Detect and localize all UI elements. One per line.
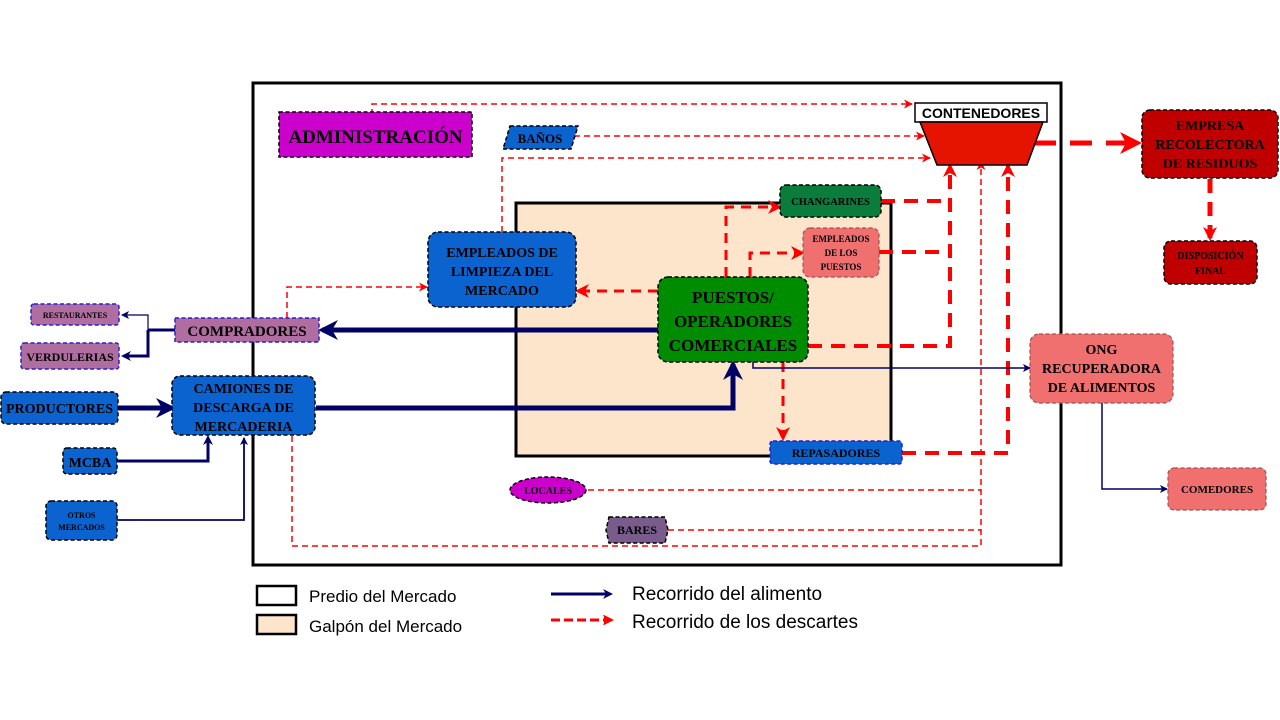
node-empleados-limpieza-line-3: MERCADO bbox=[465, 284, 539, 299]
node-otros-mercados[interactable]: OTROS MERCADOS bbox=[45, 500, 118, 541]
edge-limpieza-contenedores bbox=[501, 153, 931, 232]
node-administracion[interactable]: ADMINISTRACIÓN bbox=[278, 111, 473, 158]
food-edges bbox=[117, 311, 1168, 521]
node-puestos-line-2: OPERADORES bbox=[674, 312, 792, 331]
edge-puestos-ong bbox=[752, 362, 1031, 372]
legend-waste-label: Recorrido de los descartes bbox=[632, 612, 858, 633]
legend-food-label: Recorrido del alimento bbox=[632, 584, 822, 605]
node-empresa-line-3: DE RESIDUOS bbox=[1163, 157, 1258, 172]
edge-compradores-restaurantes bbox=[121, 311, 149, 330]
node-contenedores-label: CONTENEDORES bbox=[922, 105, 1040, 121]
edge-repasadores-contenedores bbox=[902, 163, 1015, 455]
node-comedores-label: COMEDORES bbox=[1181, 484, 1253, 496]
node-otros-mercados-line-1: OTROS bbox=[67, 511, 96, 520]
node-ong-line-3: DE ALIMENTOS bbox=[1048, 381, 1156, 396]
container-bin-icon bbox=[918, 121, 1045, 166]
node-restaurantes[interactable]: RESTAURANTES bbox=[30, 303, 120, 326]
edge-compradores-limpieza bbox=[286, 282, 428, 318]
node-puestos-line-1: PUESTOS/ bbox=[692, 288, 774, 307]
node-bares-label: BARES bbox=[617, 523, 657, 537]
node-empleados-limpieza-line-2: LIMPIEZA DEL bbox=[451, 265, 553, 280]
node-changarines-label: CHANGARINES bbox=[791, 197, 870, 208]
edge-compradores-verdulerias bbox=[121, 330, 150, 361]
node-ong[interactable]: ONG RECUPERADORA DE ALIMENTOS bbox=[1029, 333, 1174, 404]
node-banos[interactable]: BAÑOS bbox=[501, 125, 580, 150]
node-disposicion-line-2: FINAL bbox=[1195, 266, 1226, 277]
legend: Predio del Mercado Galpón del Mercado Re… bbox=[255, 584, 858, 636]
node-locales[interactable]: LOCALES bbox=[509, 476, 587, 504]
node-changarines[interactable]: CHANGARINES bbox=[779, 184, 882, 218]
node-camiones-line-3: MERCADERIA bbox=[195, 420, 294, 435]
node-camiones[interactable]: CAMIONES DE DESCARGA DE MERCADERIA bbox=[171, 375, 316, 436]
node-empleados-puestos[interactable]: EMPLEADOS DE LOS PUESTOS bbox=[802, 227, 880, 278]
node-empresa-line-2: RECOLECTORA bbox=[1155, 138, 1265, 153]
legend-galpon-swatch bbox=[255, 613, 298, 636]
node-ong-line-2: RECUPERADORA bbox=[1042, 362, 1162, 377]
node-empleados-puestos-line-1: EMPLEADOS bbox=[812, 234, 869, 244]
node-mcba-label: MCBA bbox=[69, 456, 113, 471]
legend-predio-label: Predio del Mercado bbox=[309, 587, 456, 606]
node-ong-line-1: ONG bbox=[1086, 343, 1118, 358]
node-comedores[interactable]: COMEDORES bbox=[1167, 467, 1267, 511]
node-puestos-line-3: COMERCIALES bbox=[669, 336, 797, 355]
node-restaurantes-label: RESTAURANTES bbox=[43, 311, 108, 320]
legend-galpon-label: Galpón del Mercado bbox=[309, 617, 462, 636]
edge-camiones-contenedores bbox=[291, 161, 986, 547]
node-compradores[interactable]: COMPRADORES bbox=[174, 317, 320, 343]
legend-predio-swatch bbox=[255, 584, 298, 607]
node-empleados-puestos-line-2: DE LOS bbox=[825, 248, 858, 258]
edge-puestos-changarines bbox=[724, 200, 782, 277]
node-productores[interactable]: PRODUCTORES bbox=[0, 391, 119, 425]
edge-otros-camiones bbox=[117, 437, 248, 521]
node-disposicion[interactable]: DISPOSICIÓN FINAL bbox=[1163, 240, 1258, 285]
node-empleados-puestos-line-3: PUESTOS bbox=[821, 262, 862, 272]
node-productores-label: PRODUCTORES bbox=[6, 402, 113, 417]
waste-edges bbox=[286, 99, 1217, 547]
edge-mcba-camiones bbox=[117, 435, 213, 463]
node-empleados-limpieza[interactable]: EMPLEADOS DE LIMPIEZA DEL MERCADO bbox=[427, 231, 577, 308]
edge-puestos-contenedores bbox=[808, 163, 957, 348]
legend-waste-arrowhead bbox=[604, 615, 614, 625]
node-repasadores[interactable]: REPASADORES bbox=[769, 440, 903, 465]
node-verdulerias[interactable]: VERDULERIAS bbox=[20, 342, 120, 370]
node-administracion-label: ADMINISTRACIÓN bbox=[288, 126, 462, 148]
node-mcba[interactable]: MCBA bbox=[62, 447, 118, 475]
node-bares[interactable]: BARES bbox=[605, 516, 669, 544]
node-compradores-label: COMPRADORES bbox=[187, 324, 306, 340]
node-camiones-line-1: CAMIONES DE bbox=[194, 382, 294, 397]
edge-puestos-empleados bbox=[748, 246, 805, 277]
node-banos-label: BAÑOS bbox=[518, 131, 563, 146]
node-empresa[interactable]: EMPRESA RECOLECTORA DE RESIDUOS bbox=[1141, 109, 1279, 179]
edge-camiones-puestos bbox=[316, 360, 743, 411]
node-contenedores[interactable]: CONTENEDORES bbox=[914, 102, 1048, 166]
node-otros-mercados-line-2: MERCADOS bbox=[58, 523, 105, 532]
node-repasadores-label: REPASADORES bbox=[792, 446, 881, 460]
node-empresa-line-1: EMPRESA bbox=[1176, 119, 1245, 134]
node-empleados-limpieza-line-1: EMPLEADOS DE bbox=[446, 246, 558, 261]
node-camiones-line-2: DESCARGA DE bbox=[193, 401, 294, 416]
node-puestos[interactable]: PUESTOS/ OPERADORES COMERCIALES bbox=[657, 276, 809, 363]
edge-ong-comedores bbox=[1101, 402, 1168, 493]
node-disposicion-line-1: DISPOSICIÓN bbox=[1177, 250, 1244, 262]
node-locales-label: LOCALES bbox=[524, 486, 572, 497]
node-verdulerias-label: VERDULERIAS bbox=[26, 350, 114, 364]
